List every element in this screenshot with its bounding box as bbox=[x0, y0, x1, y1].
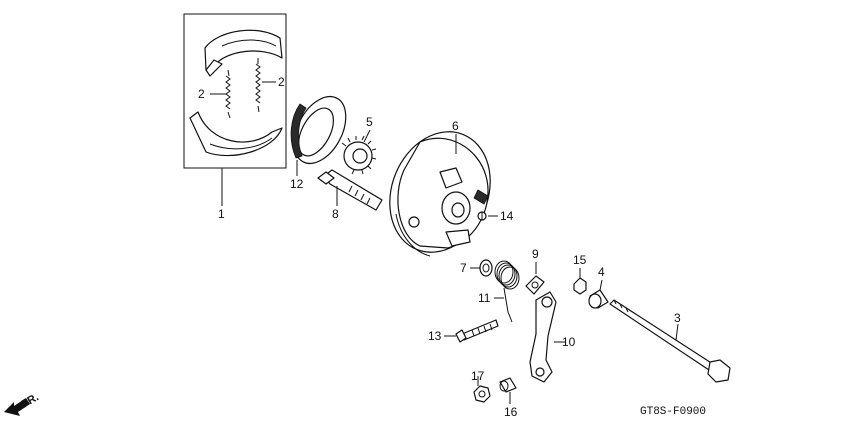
callout-16: 16 bbox=[504, 405, 518, 419]
brake-shoe-set bbox=[183, 13, 287, 206]
diagram-code: GT8S-F0900 bbox=[640, 406, 706, 418]
speedometer-gear bbox=[341, 129, 377, 175]
callout-10: 10 bbox=[562, 335, 576, 349]
return-spring bbox=[494, 260, 520, 323]
collar-16 bbox=[499, 377, 517, 404]
callout-5: 5 bbox=[366, 115, 373, 129]
callout-17: 17 bbox=[471, 369, 485, 383]
brake-arm bbox=[529, 291, 566, 383]
callout-7: 7 bbox=[460, 261, 467, 275]
bolt-14 bbox=[477, 211, 498, 221]
washer-7 bbox=[470, 259, 493, 277]
brake-panel bbox=[389, 131, 491, 257]
front-axle bbox=[609, 299, 731, 383]
oil-seal bbox=[290, 95, 347, 176]
brake-cam-shaft bbox=[317, 169, 383, 211]
callout-3: 3 bbox=[674, 311, 681, 325]
axle-collar bbox=[588, 279, 609, 309]
callout-8: 8 bbox=[332, 207, 339, 221]
nut-15 bbox=[573, 268, 587, 295]
wear-indicator-plate bbox=[525, 262, 545, 295]
callout-15: 15 bbox=[573, 253, 587, 267]
callout-9: 9 bbox=[532, 247, 539, 261]
callout-4: 4 bbox=[598, 265, 605, 279]
nut-17 bbox=[473, 376, 491, 403]
front-marker-label: FR. bbox=[20, 391, 41, 410]
callout-11: 11 bbox=[478, 291, 491, 305]
callout-12: 12 bbox=[290, 177, 304, 191]
bolt-13 bbox=[444, 319, 499, 343]
front-direction-marker bbox=[4, 398, 30, 416]
callout-2-left: 2 bbox=[198, 87, 205, 101]
callout-14: 14 bbox=[500, 209, 514, 223]
callout-13: 13 bbox=[428, 329, 442, 343]
callout-2-right: 2 bbox=[278, 75, 285, 89]
callout-6: 6 bbox=[452, 119, 459, 133]
callout-1: 1 bbox=[218, 207, 225, 221]
